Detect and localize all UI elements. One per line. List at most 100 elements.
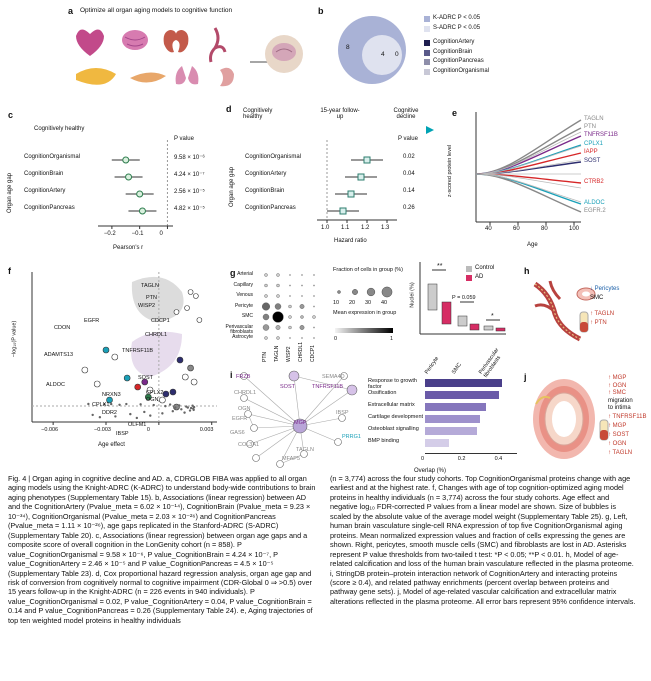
- h-item-2: ↑ TAGLN: [590, 311, 615, 317]
- c-row-label-3: CognitionPancreas: [24, 205, 75, 211]
- i-edge-15: [279, 453, 305, 465]
- i-bar-label-0: Response to growth factor: [368, 378, 417, 390]
- f-point-5: [134, 383, 142, 391]
- f-bg-point-14: [189, 406, 193, 410]
- f-label-8: ADAMTS13: [44, 352, 74, 358]
- j-list1-item-0: ↑ MGP: [608, 375, 627, 381]
- legend-swatch: [424, 26, 430, 32]
- g-frac-tick-1: 20: [349, 300, 356, 306]
- j-list1-item-3: migration: [608, 397, 633, 404]
- panel-g-expr-tick-1: 1: [390, 336, 394, 342]
- g-frac-dot-0: [337, 290, 341, 294]
- i-node-7: [246, 440, 254, 448]
- i-bar-1: [425, 391, 499, 399]
- gbox-box-5: [495, 327, 506, 332]
- i-node-3: [346, 384, 358, 396]
- i-node-label-11: TAGLN: [296, 447, 314, 453]
- panel-j-tube-icon: [599, 419, 609, 441]
- gbox-box-4: [483, 325, 494, 331]
- f-top-point-2: [184, 305, 190, 311]
- f-bg-point-4: [139, 403, 142, 406]
- g-col-label-2: WISP2: [286, 346, 292, 362]
- panel-h-letter: h: [524, 266, 530, 276]
- g-dot-1-4: [313, 284, 315, 287]
- f-bg-point-28: [135, 416, 139, 420]
- g-frac-dot-3: [381, 286, 393, 298]
- c-point-1: [125, 173, 133, 181]
- e-xtick-label-2: 80: [541, 226, 548, 232]
- i-node-label-12: MFAP5: [282, 456, 301, 462]
- i-node-12: [276, 460, 284, 468]
- g-dot-5-1: [275, 325, 281, 330]
- d-row-label-0: CognitionOrganismal: [245, 154, 302, 160]
- gbox-legend-swatch: [466, 275, 472, 281]
- d-row-pvalue-0: 0.02: [403, 154, 415, 160]
- panel-d-timeline-arrow: [238, 126, 434, 134]
- f-xtick-label-2: 0: [146, 427, 150, 433]
- i-bar-0: [425, 379, 503, 387]
- panel-c-pvalue-header: P value: [174, 136, 194, 142]
- f-point-2: [102, 346, 110, 354]
- d-xtick-label-1: 1.1: [341, 225, 350, 231]
- d-row-pvalue-1: 0.04: [403, 171, 415, 177]
- panel-g-expr-title: Mean expression in group: [333, 310, 397, 316]
- gbox-box-2: [457, 315, 468, 327]
- i-node-label-5: OGN: [238, 406, 251, 412]
- g-frac-dot-1: [352, 289, 358, 295]
- g-dot-4-4: [312, 315, 316, 319]
- legend-swatch: [424, 59, 430, 65]
- g-col-label-1: TAGLN: [274, 345, 280, 362]
- e-xtick-label-3: 100: [569, 226, 580, 232]
- panel-g-expression-colorbar: [335, 328, 393, 333]
- legend-model-label-3: CognitionOrganismal: [433, 67, 490, 74]
- legend-model-label-1: CognitionBrain: [433, 48, 473, 55]
- g-dot-5-3: [299, 325, 305, 330]
- c-xtick-label-0: −0.2: [103, 231, 116, 237]
- gbox-sig-3: *: [491, 313, 494, 320]
- f-top-point-0: [187, 289, 194, 295]
- f-label-12: CPLX1: [92, 402, 110, 408]
- c-row-label-1: CognitionBrain: [24, 171, 64, 177]
- i-node-13: [334, 438, 342, 446]
- panel-h-vessel-illustration: [533, 280, 582, 342]
- f-top-point-4: [173, 309, 180, 315]
- e-label-5: SOST: [584, 158, 601, 164]
- panel-c-forest-plot: [98, 140, 173, 229]
- g-row-label-3: Pericyte: [234, 302, 253, 309]
- panel-g-frac-title: Fraction of cells in group (%): [333, 267, 403, 273]
- d-xtick-label-0: 1.0: [321, 225, 330, 231]
- gbox-xlabel-0: Pericyte: [424, 355, 441, 376]
- g-dot-4-2: [288, 315, 292, 319]
- g-col-label-0: PTN: [262, 352, 268, 362]
- i-node-4: [240, 394, 248, 402]
- panel-g-expr-tick-0: 0: [334, 336, 338, 342]
- f-bg-point-18: [164, 404, 167, 408]
- e-label-3: CPLX1: [584, 141, 604, 147]
- j-list2-item-1: ↑ MGP: [608, 423, 627, 429]
- f-bg-point-8: [178, 404, 181, 407]
- panel-d-letter: d: [226, 104, 232, 114]
- i-node-9: [292, 418, 308, 434]
- g-dot-3-2: [288, 304, 292, 309]
- i-node-label-6: EGFR: [232, 416, 248, 422]
- panel-f-xlabel: Age effect: [98, 442, 125, 448]
- i-xtick-2: 0.4: [494, 456, 503, 462]
- i-node-label-9: MGP: [294, 420, 307, 426]
- f-bg-point-15: [125, 402, 128, 406]
- g-dot-6-1: [276, 336, 280, 340]
- f-label-3: CDCP1: [151, 318, 170, 324]
- panel-e-xlabel: Age: [527, 242, 538, 248]
- panel-h-cross-section-icon: [576, 287, 596, 301]
- panel-c-ylabel: Organ age gap: [7, 172, 14, 214]
- g-row-label-6: Astrocyte: [232, 334, 253, 340]
- gbox-box-3: [469, 323, 480, 331]
- g-dot-4-0: [262, 313, 270, 321]
- panel-d-right-label: Cognitive decline: [393, 108, 419, 120]
- i-node-label-7: GAS6: [230, 430, 245, 436]
- c-point-2: [136, 190, 144, 198]
- f-point-13: [187, 364, 194, 372]
- i-bar-label-3: Cartilage development: [368, 414, 424, 420]
- g-dot-6-0: [264, 336, 268, 340]
- f-label-13: DDR2: [102, 410, 117, 416]
- g-dot-0-2: [289, 274, 291, 276]
